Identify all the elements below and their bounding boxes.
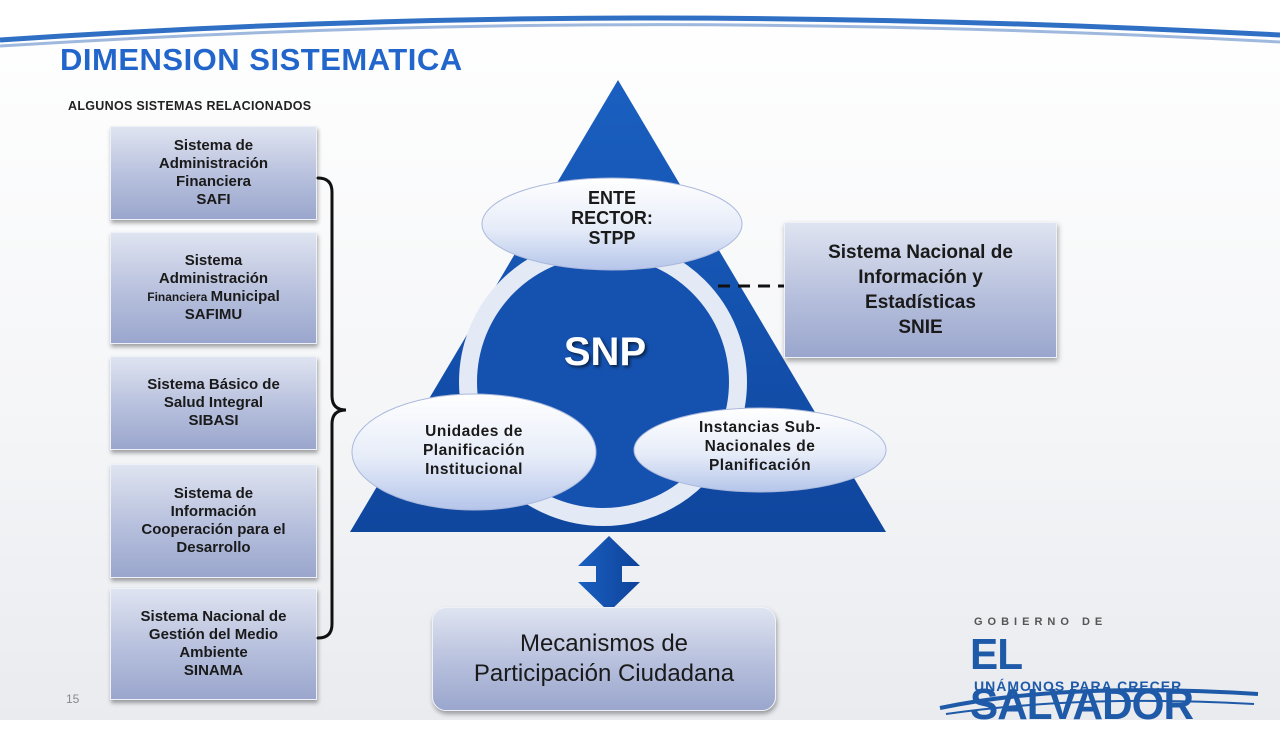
system-box-safi: Sistema de Administración Financiera SAF… [110,126,317,220]
ellipse-ente-rector [481,177,743,271]
page-subtitle: ALGUNOS SISTEMAS RELACIONADOS [68,99,312,113]
page-number: 15 [66,692,80,706]
system-box-sibasi: Sistema Básico de Salud Integral SIBASI [110,356,317,450]
logo-swoosh-icon [939,688,1259,715]
ellipse-unidades [351,393,597,511]
mecanismos-label: Mecanismos de Participación Ciudadana [473,630,735,687]
system-label: Sistema Administración [158,252,269,287]
header-swoosh [0,0,1280,48]
instancias-label: Instancias Sub- Nacionales de Planificac… [698,419,822,474]
system-box-sinama: Sistema Nacional de Gestión del Medio Am… [110,588,317,700]
government-logo: GOBIERNO DE EL SALVADOR UNÁMONOS PARA CR… [936,612,1266,729]
system-label: Sistema Nacional de Gestión del Medio Am… [140,608,287,679]
system-box-safimu: Sistema Administración Financiera Munici… [110,232,317,344]
snp-label: SNP [563,330,647,374]
mecanismos-box: Mecanismos de Participación Ciudadana [432,607,776,711]
snie-label: Sistema Nacional de Información y Estadí… [828,242,1013,338]
ente-rector-label: ENTE RECTOR: STPP [571,188,653,248]
logo-slogan: UNÁMONOS PARA CRECER [974,678,1183,694]
bracket-line [316,176,347,640]
double-arrow [578,536,640,612]
unidades-label: Unidades de Planificación Institucional [422,423,526,478]
system-label-small: Financiera [147,290,211,304]
ellipse-instancias [633,407,887,493]
logo-top-text: GOBIERNO DE [974,616,1108,628]
snie-box: Sistema Nacional de Información y Estadí… [784,222,1057,358]
system-label: Municipal SAFIMU [184,288,280,323]
system-label: Sistema Básico de Salud Integral SIBASI [147,376,280,429]
system-label: Sistema de Administración Financiera SAF… [158,137,269,208]
system-label: Sistema de Información Cooperación para … [141,485,286,556]
page-title: DIMENSION SISTEMATICA [60,42,463,77]
system-box-cooperacion: Sistema de Información Cooperación para … [110,464,317,578]
